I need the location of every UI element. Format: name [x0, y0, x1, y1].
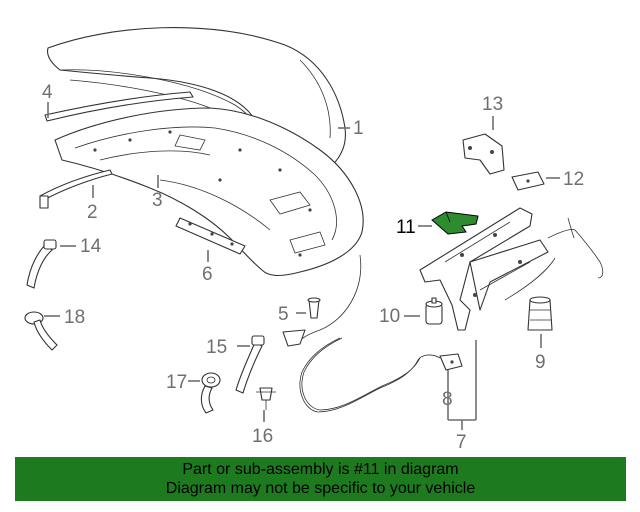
- callout-5: 5: [278, 304, 289, 325]
- exploded-parts-diagram: 1 2 3 4 5 6 7 8 9 10 11 12 13 14 15 16 1…: [24, 27, 604, 453]
- callout-9: 9: [535, 352, 546, 373]
- part-15-hose: [235, 335, 265, 394]
- part-9-bump-stop: [527, 296, 553, 331]
- banner-line-1: Part or sub-assembly is #11 in diagram: [182, 461, 459, 478]
- part-18-hose: [24, 311, 58, 351]
- callout-18: 18: [64, 307, 85, 328]
- part-11-highlighted-bracket: [431, 211, 479, 235]
- callout-12: 12: [563, 169, 584, 190]
- part-8-actuator: [439, 353, 463, 371]
- part-14-hose: [26, 239, 57, 289]
- callout-17: 17: [166, 372, 187, 393]
- callout-13: 13: [482, 94, 503, 115]
- callout-11: 11: [396, 217, 416, 238]
- callout-1: 1: [353, 118, 364, 139]
- notice-banner: Part or sub-assembly is #11 in diagram D…: [15, 457, 626, 501]
- part-7-hinge-mechanism: [419, 207, 549, 331]
- part-12-plate: [511, 171, 545, 191]
- callout-3: 3: [152, 190, 163, 211]
- banner-line-2: Diagram may not be specific to your vehi…: [165, 480, 476, 497]
- callout-2: 2: [87, 202, 98, 223]
- part-3-inner-panel: [54, 107, 364, 277]
- part-17-grommet: [200, 372, 221, 414]
- callout-4: 4: [42, 82, 53, 103]
- callout-10: 10: [379, 306, 400, 327]
- leader-lines: [44, 102, 560, 430]
- part-6-bar: [175, 217, 246, 255]
- part-2-rod: [39, 169, 113, 209]
- callout-15: 15: [206, 337, 227, 358]
- part-13-bracket: [462, 133, 505, 175]
- part-5-bumper: [307, 297, 321, 319]
- cable-lower: [299, 337, 441, 413]
- wire-harness: [547, 229, 604, 279]
- part-4-seal-strip: [44, 91, 194, 122]
- callout-14: 14: [80, 236, 102, 257]
- part-16-clip: [256, 387, 276, 410]
- callout-16: 16: [252, 426, 273, 447]
- callout-8: 8: [442, 389, 453, 410]
- part-10-canister: [425, 297, 443, 325]
- callout-7: 7: [456, 432, 467, 453]
- callout-6: 6: [202, 264, 213, 285]
- bracket-under-5: [282, 329, 306, 347]
